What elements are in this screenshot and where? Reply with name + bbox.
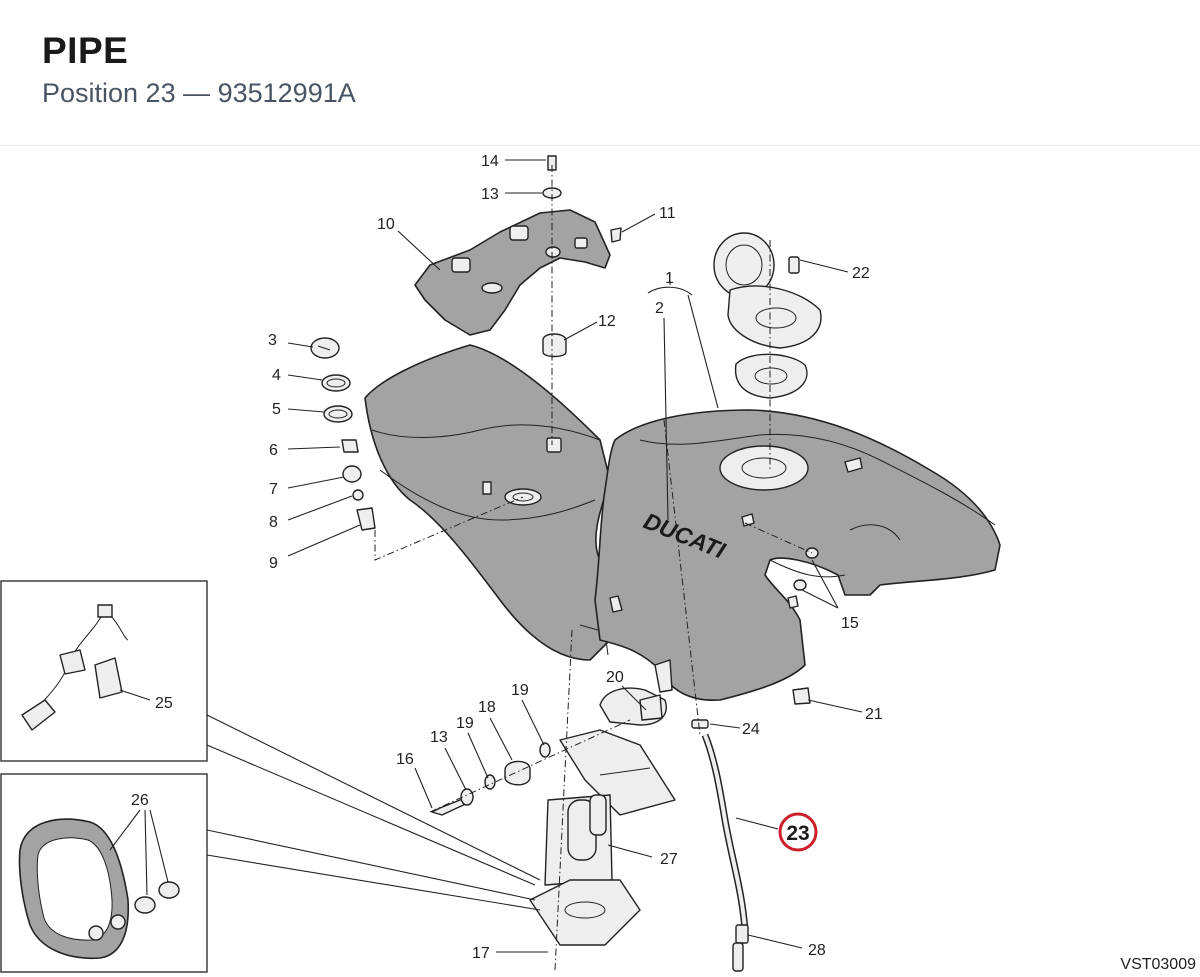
callout-19-left: 19 (456, 715, 474, 732)
leader-lines (109, 159, 863, 953)
fuel-pipe-23 (691, 719, 749, 972)
callout-22: 22 (852, 265, 870, 282)
callout-20: 20 (606, 669, 624, 686)
callout-10: 10 (377, 216, 395, 233)
callout-5: 5 (272, 401, 281, 418)
callout-1: 1 (665, 270, 674, 287)
highlight-callout-23[interactable]: 23 (778, 812, 818, 852)
callout-3: 3 (268, 332, 277, 349)
small-parts-left (310, 337, 376, 531)
callout-17: 17 (472, 945, 490, 962)
inset-connectors (206, 714, 541, 911)
callout-12: 12 (598, 313, 616, 330)
highlight-ring (778, 812, 818, 852)
callout-4: 4 (272, 367, 281, 384)
callout-24: 24 (742, 721, 760, 738)
callout-11: 11 (659, 205, 676, 222)
callout-15: 15 (841, 615, 859, 632)
top-fasteners (542, 155, 622, 358)
tank-bracket (414, 209, 611, 336)
callout-13-top: 13 (481, 186, 499, 203)
callout-19-right: 19 (511, 682, 529, 699)
callout-2: 2 (655, 300, 664, 317)
side-fasteners (431, 742, 551, 816)
rear-tank (364, 344, 611, 661)
header: PIPE Position 23 — 93512991A (0, 0, 1200, 146)
fuel-pump (529, 687, 676, 946)
callout-labels: 14 13 10 11 22 1 2 12 3 4 5 6 7 8 9 15 2… (131, 153, 883, 962)
wiring-harness-25 (21, 604, 129, 731)
callout-25: 25 (155, 695, 173, 712)
page-subtitle: Position 23 — 93512991A (42, 78, 356, 108)
callout-27: 27 (660, 851, 678, 868)
callout-28: 28 (808, 942, 826, 959)
callout-18: 18 (478, 699, 496, 716)
callout-6: 6 (269, 442, 278, 459)
filler-cap (713, 232, 822, 399)
callout-13-bottom: 13 (430, 729, 448, 746)
drawing-code: VST03009 (1120, 956, 1196, 973)
gasket-26 (18, 818, 180, 960)
page-title: PIPE (42, 30, 129, 71)
callout-14: 14 (481, 153, 499, 170)
callout-21: 21 (865, 706, 883, 723)
highlight-number: 23 (786, 822, 809, 845)
callout-16: 16 (396, 751, 414, 768)
front-tank: DUCATI (594, 409, 1001, 705)
callout-7: 7 (269, 481, 278, 498)
callout-8: 8 (269, 514, 278, 531)
callout-26: 26 (131, 792, 149, 809)
alignment-lines (374, 165, 813, 971)
callout-9: 9 (269, 555, 278, 572)
